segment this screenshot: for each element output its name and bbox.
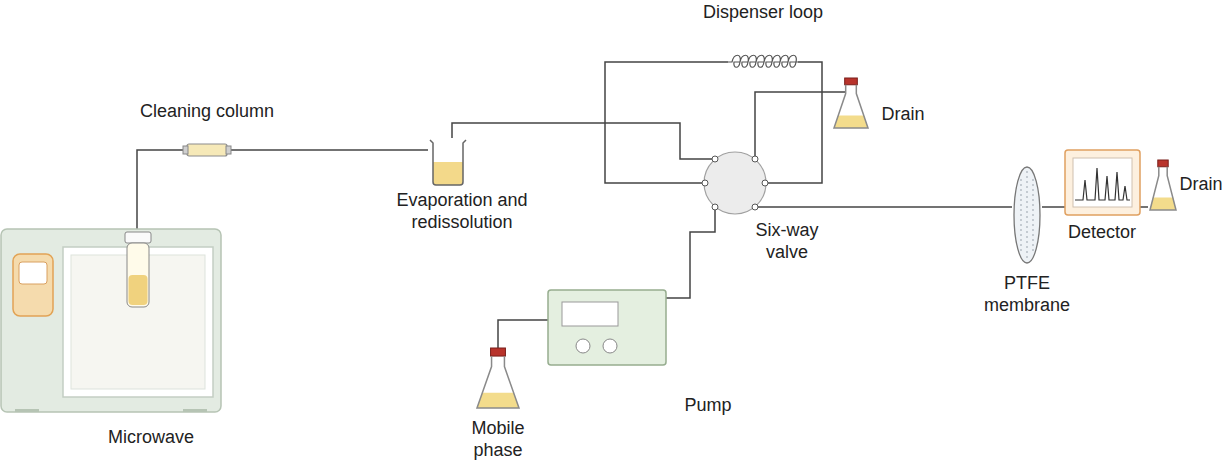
microwave-oven-art: [1, 229, 221, 412]
tubing-line: [666, 207, 715, 298]
valve-port: [752, 204, 758, 210]
control-panel: [13, 254, 53, 316]
detector-body: [1065, 150, 1140, 215]
tubing-line: [452, 123, 715, 159]
flask-cap: [845, 78, 858, 85]
dispenser-loop-art: [728, 54, 798, 70]
flask-outline: [834, 85, 868, 128]
column-cap: [226, 146, 231, 154]
six-way-valve-art: [700, 150, 770, 216]
valve-port: [712, 156, 718, 162]
flask-liquid: [477, 393, 519, 408]
component-label: Cleaning column: [122, 101, 292, 123]
flask-liquid: [834, 115, 868, 128]
microwave-oven: Microwave: [1, 229, 221, 412]
ptfe-membrane: PTFE membrane: [1012, 165, 1042, 265]
flask-cap: [491, 348, 506, 356]
valve-port: [712, 204, 718, 210]
drain-flask: Drain: [832, 78, 870, 130]
column-body: [187, 144, 227, 156]
component-label: Dispenser loop: [698, 2, 828, 24]
column-cap: [183, 146, 188, 154]
detector-art: [1065, 150, 1140, 215]
mobile-phase-flask: Mobile phase: [475, 348, 521, 410]
chromatogram: [1075, 168, 1130, 200]
oven-body: [1, 229, 221, 412]
evaporation-beaker-art: [428, 138, 468, 186]
tubing-line: [1140, 206, 1148, 208]
tubing-line: [765, 62, 822, 183]
pump-knob: [603, 339, 617, 353]
detector-screen: [1073, 158, 1132, 207]
membrane-texture: [1021, 171, 1033, 259]
drain-flask-art: [832, 78, 870, 130]
component-label: Evaporation and redissolution: [387, 190, 537, 233]
component-label: Microwave: [86, 427, 216, 449]
component-label: Detector: [1052, 222, 1152, 244]
coil-windings: [728, 55, 798, 67]
valve-port: [752, 156, 758, 162]
six-way-valve: Six-way valve: [700, 150, 770, 216]
cleaning-column-art: [183, 143, 231, 157]
component-label: Mobile phase: [452, 418, 544, 461]
tubing-line: [1042, 206, 1065, 208]
component-label: Drain: [876, 104, 930, 126]
tubing-line: [498, 320, 548, 348]
detector: Detector: [1065, 150, 1140, 215]
pump-art: [548, 290, 666, 365]
valve-body: [704, 152, 766, 214]
panel-display: [19, 262, 47, 284]
vial-tube: [127, 243, 149, 307]
cleaning-column: Cleaning column: [183, 143, 231, 157]
evaporation-beaker: Evaporation and redissolution: [428, 138, 468, 186]
tubing-line: [755, 206, 1012, 208]
flask-outline: [1150, 167, 1176, 210]
tubing-line: [137, 150, 183, 229]
tubing-line: [231, 149, 428, 151]
oven-cavity: [71, 255, 205, 389]
vial-cap: [125, 232, 151, 243]
pump-body: [548, 290, 666, 365]
component-label: Pump: [676, 395, 740, 417]
component-label: Six-way valve: [745, 220, 829, 263]
dispenser-loop: Dispenser loop: [728, 54, 798, 70]
valve-port: [702, 180, 708, 186]
membrane-outline: [1014, 167, 1040, 263]
pump: Pump: [548, 290, 666, 365]
component-label: PTFE membrane: [962, 273, 1092, 316]
pump-knob: [576, 339, 590, 353]
beaker-outline: [430, 140, 466, 185]
pump-display: [562, 302, 618, 326]
tubing-line: [755, 92, 845, 159]
flask-cap: [1158, 160, 1168, 167]
component-label: Drain: [1176, 174, 1226, 196]
oven-foot: [15, 409, 39, 412]
ptfe-membrane-art: [1012, 165, 1042, 265]
flask-liquid: [1150, 197, 1176, 210]
drain-flask-art: [1148, 160, 1178, 212]
oven-foot: [183, 409, 207, 412]
vial-liquid: [129, 275, 148, 305]
flask-outline: [477, 356, 519, 408]
beaker-liquid: [433, 162, 463, 185]
mobile-phase-flask-art: [475, 348, 521, 410]
drain-flask: Drain: [1148, 160, 1178, 212]
valve-port: [762, 180, 768, 186]
